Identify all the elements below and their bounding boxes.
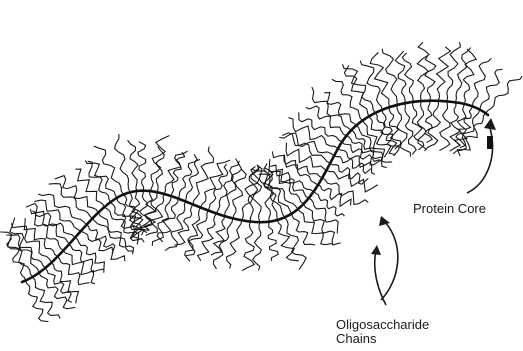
- oligosaccharide-chain: [480, 69, 502, 109]
- oligosaccharide-chain: [81, 231, 125, 261]
- oligosaccharide-chain: [94, 146, 123, 194]
- oligosaccharide-chain: [175, 204, 193, 245]
- oligosaccharide-chain: [425, 56, 436, 101]
- oligosaccharide-chain: [268, 222, 278, 261]
- oligosaccharide-chain: [69, 244, 103, 272]
- oligosaccharide-chain: [87, 225, 115, 253]
- oligosaccharide-chain: [248, 165, 259, 222]
- oligosaccharide-chain: [318, 185, 351, 206]
- oligosaccharide-pointer-arrow-upper: [381, 222, 398, 300]
- oligosaccharide-chain: [463, 49, 476, 104]
- oligosaccharide-chain: [456, 48, 471, 102]
- protein-core-arrowhead: [484, 118, 496, 130]
- oligosaccharide-chain: [382, 49, 397, 105]
- oligosaccharide-chain: [447, 43, 461, 102]
- protein-core-marker: [487, 136, 493, 149]
- oligosaccharide-chain: [225, 159, 242, 216]
- oligosaccharide-chain: [312, 87, 351, 130]
- oligosaccharide-chain: [326, 171, 377, 192]
- oligosaccharide-chain: [178, 155, 197, 199]
- oligosaccharide-chain: [292, 214, 315, 245]
- oligosaccharide-chain: [33, 211, 64, 250]
- oligosaccharide-chain: [26, 281, 49, 322]
- oligosaccharide-chain: [405, 103, 416, 154]
- oligosaccharide-chain: [185, 208, 201, 262]
- oligosaccharide-chain: [298, 209, 332, 245]
- oligosaccharide-chain: [150, 136, 169, 191]
- oligosaccharide-chain: [425, 101, 433, 143]
- oligosaccharide-chain: [156, 147, 164, 192]
- oligosaccharide-chain: [253, 222, 262, 270]
- oligosaccharide-label-line2: Chains: [336, 332, 429, 346]
- oligosaccharide-chain: [243, 222, 255, 271]
- protein-core-label: Protein Core: [413, 202, 486, 216]
- oligosaccharide-chain: [75, 238, 104, 273]
- oligosaccharide-chain: [343, 65, 376, 113]
- oligosaccharide-chain: [45, 268, 71, 302]
- oligosaccharide-arrowhead-upper: [379, 216, 390, 226]
- oligosaccharide-chain: [322, 178, 368, 205]
- oligosaccharide-chain: [425, 101, 441, 151]
- oligosaccharide-chain: [304, 204, 341, 245]
- oligosaccharide-label-line1: Oligosaccharide: [336, 318, 429, 332]
- oligosaccharide-chains-label: Oligosaccharide Chains: [336, 318, 429, 346]
- oligosaccharide-chain: [115, 135, 130, 193]
- oligosaccharide-chains: [1, 43, 522, 322]
- oligosaccharide-chain: [7, 239, 26, 281]
- oligosaccharide-chain: [402, 53, 413, 102]
- oligosaccharide-chain: [76, 169, 104, 207]
- oligosaccharide-chain: [486, 76, 522, 113]
- oligosaccharide-chain: [171, 152, 185, 196]
- oligosaccharide-chain: [440, 101, 451, 150]
- oligosaccharide-chain: [395, 51, 406, 103]
- oligosaccharide-chain: [285, 217, 306, 269]
- oligosaccharide-arrowhead-lower: [371, 245, 381, 255]
- oligosaccharide-chain: [128, 141, 138, 192]
- oligosaccharide-chain: [138, 142, 146, 191]
- oligosaccharide-chain: [211, 216, 225, 255]
- oligosaccharide-chain: [370, 53, 389, 107]
- oligosaccharide-chain: [129, 192, 140, 238]
- oligosaccharide-chain: [233, 170, 247, 219]
